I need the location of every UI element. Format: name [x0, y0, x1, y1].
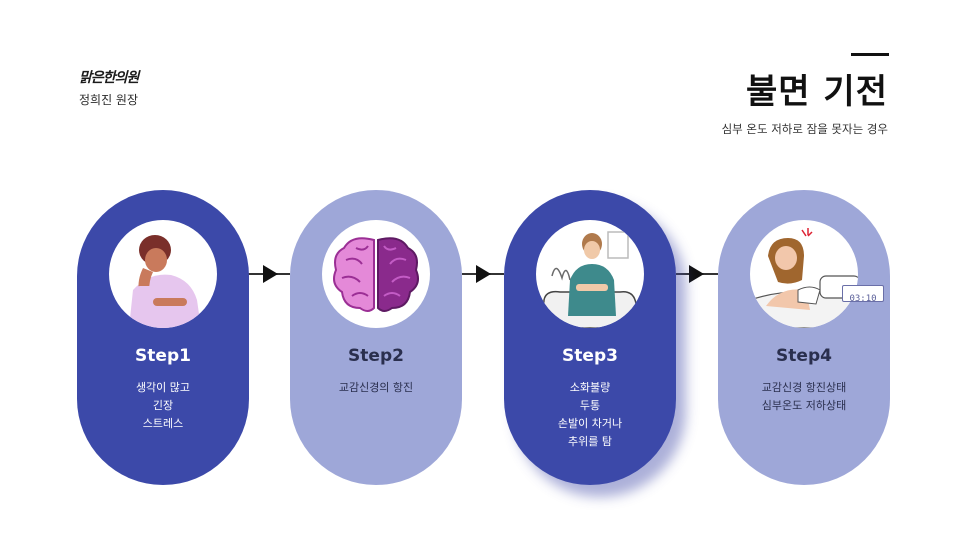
- step-description-line: 심부온도 저하상태: [761, 399, 847, 412]
- arrow-right-icon: [263, 265, 278, 283]
- logo-text: 맑은한의원: [79, 70, 139, 86]
- step-description: 생각이 많고 긴장 스트레스: [77, 379, 249, 433]
- step-description-line: 소화불량: [569, 381, 611, 394]
- step-label: Step1: [135, 346, 191, 366]
- step-description-line: 두통: [579, 399, 601, 412]
- sleepless-person-icon: [750, 220, 858, 328]
- step-description-line: 손발이 차거나: [557, 417, 623, 430]
- alarm-clock-icon: 03:10: [842, 285, 884, 304]
- step-description: 소화불량 두통 손발이 차거나 추위를 탐: [504, 379, 676, 451]
- step-label: Step2: [348, 346, 404, 366]
- arrow-right-icon: [689, 265, 704, 283]
- step-description-line: 생각이 많고: [135, 381, 191, 394]
- doctor-name: 정희진 원장: [79, 93, 139, 107]
- clock-display: 03:10: [849, 294, 877, 304]
- stomach-ache-person-icon: [536, 220, 644, 328]
- step-description-line: 추위를 탐: [568, 435, 612, 448]
- page-title: 불면 기전: [746, 72, 888, 112]
- arrow-right-icon: [476, 265, 491, 283]
- step-label: Step4: [776, 346, 832, 366]
- stressed-person-icon: [109, 220, 217, 328]
- step-description-line: 스트레스: [142, 417, 184, 430]
- brain-icon: [322, 220, 430, 328]
- page-subtitle: 심부 온도 저하로 잠을 못자는 경우: [721, 122, 888, 136]
- step-description-line: 긴장: [152, 399, 174, 412]
- step-label: Step3: [562, 346, 618, 366]
- step-description: 교감신경의 항진: [290, 379, 462, 397]
- step-description: 교감신경 항진상태 심부온도 저하상태: [718, 379, 890, 415]
- step-card-1: Step1 생각이 많고 긴장 스트레스: [77, 190, 249, 485]
- step-card-3: Step3 소화불량 두통 손발이 차거나 추위를 탐: [504, 190, 676, 485]
- clinic-logo: 맑은한의원: [79, 67, 139, 87]
- step-card-2: Step2 교감신경의 항진: [290, 190, 462, 485]
- title-accent-bar: [851, 53, 889, 56]
- step-description-line: 교감신경 항진상태: [761, 381, 847, 394]
- step-card-4: Step4 교감신경 항진상태 심부온도 저하상태: [718, 190, 890, 485]
- step-description-line: 교감신경의 항진: [338, 381, 414, 394]
